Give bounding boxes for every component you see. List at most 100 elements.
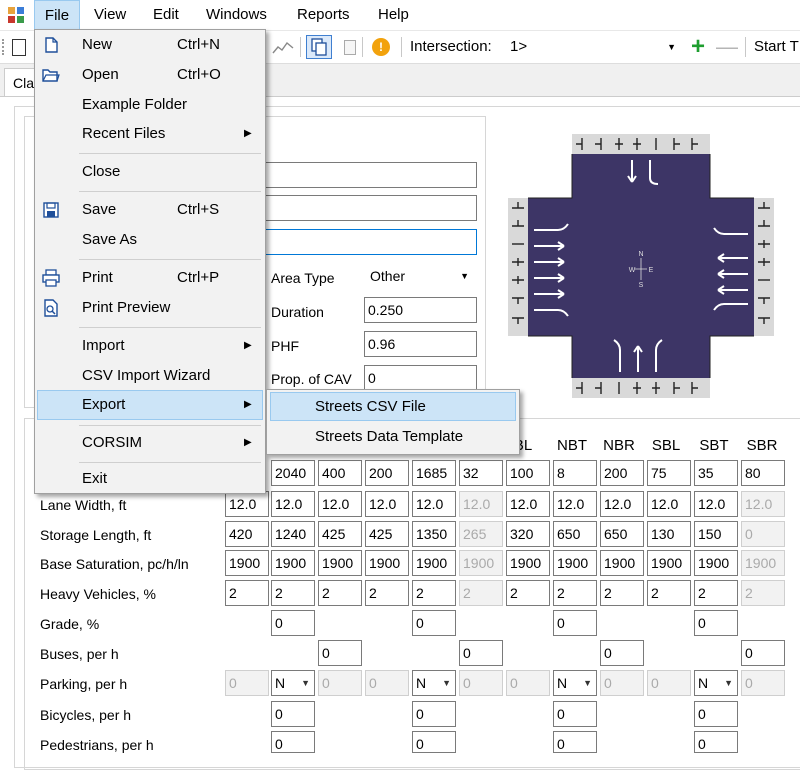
bicycles-cell[interactable]: 0 [694,701,738,727]
grade-cell[interactable]: 0 [271,610,315,636]
heavy-vehicles-cell[interactable]: 2 [412,580,456,606]
base-saturation-cell[interactable]: 1900 [271,550,315,576]
agency-field[interactable] [264,195,477,221]
menu-view[interactable]: View [94,0,126,30]
menu-item-streets-data-template[interactable]: Streets Data Template [270,422,516,451]
storage-length-cell[interactable]: 150 [694,521,738,547]
menu-item-example-folder[interactable]: Example Folder [37,90,263,120]
bicycles-cell[interactable]: 0 [271,701,315,727]
heavy-vehicles-cell[interactable]: 2 [647,580,691,606]
storage-length-cell[interactable]: 425 [318,521,362,547]
base-saturation-cell[interactable]: 1900 [318,550,362,576]
pedestrians-cell[interactable]: 0 [694,731,738,753]
area-type-select[interactable]: Other ▼ [364,263,477,289]
lane-width-cell[interactable]: 12.0 [412,491,456,517]
parking-select[interactable]: N▼ [412,670,456,696]
storage-length-cell[interactable]: 420 [225,521,269,547]
remove-intersection-button[interactable]: — [716,33,736,61]
document-icon[interactable] [344,40,356,55]
menu-item-new[interactable]: New Ctrl+N [37,30,263,60]
lane-width-cell[interactable]: 12.0 [647,491,691,517]
heavy-vehicles-cell[interactable]: 2 [553,580,597,606]
storage-length-cell[interactable]: 320 [506,521,550,547]
parking-select[interactable]: N▼ [694,670,738,696]
lane-width-cell[interactable]: 12.0 [506,491,550,517]
parking-select[interactable]: N▼ [553,670,597,696]
heavy-vehicles-cell[interactable]: 2 [271,580,315,606]
bicycles-cell[interactable]: 0 [412,701,456,727]
heavy-vehicles-cell[interactable]: 2 [318,580,362,606]
duration-field[interactable]: 0.250 [364,297,477,323]
volume-cell[interactable]: 35 [694,460,738,486]
pedestrians-cell[interactable]: 0 [553,731,597,753]
menu-item-close[interactable]: Close [37,157,263,187]
intersection-select[interactable]: 1> ▼ [506,35,680,59]
copy-icon[interactable] [306,35,332,59]
analyst-field[interactable] [264,162,477,188]
lane-width-cell[interactable]: 12.0 [225,491,269,517]
volume-cell[interactable]: 200 [365,460,409,486]
menu-item-save[interactable]: Save Ctrl+S [37,195,263,225]
menu-edit[interactable]: Edit [153,0,179,30]
base-saturation-cell[interactable]: 1900 [412,550,456,576]
grade-cell[interactable]: 0 [412,610,456,636]
lane-width-cell[interactable]: 12.0 [365,491,409,517]
base-saturation-cell[interactable]: 1900 [694,550,738,576]
heavy-vehicles-cell[interactable]: 2 [506,580,550,606]
volume-cell[interactable]: 1685 [412,460,456,486]
menu-item-open[interactable]: Open Ctrl+O [37,60,263,90]
add-intersection-button[interactable]: + [688,33,708,61]
buses-cell[interactable]: 0 [741,640,785,666]
storage-length-cell[interactable]: 130 [647,521,691,547]
storage-length-cell[interactable]: 650 [553,521,597,547]
menu-item-exit[interactable]: Exit [37,464,263,494]
phf-field[interactable]: 0.96 [364,331,477,357]
menu-help[interactable]: Help [378,0,409,30]
volume-cell[interactable]: 400 [318,460,362,486]
pedestrians-cell[interactable]: 0 [412,731,456,753]
volume-cell[interactable]: 2040 [271,460,315,486]
buses-cell[interactable]: 0 [318,640,362,666]
buses-cell[interactable]: 0 [600,640,644,666]
lane-width-cell[interactable]: 12.0 [600,491,644,517]
volume-cell[interactable]: 100 [506,460,550,486]
pedestrians-cell[interactable]: 0 [271,731,315,753]
storage-length-cell[interactable]: 1240 [271,521,315,547]
grade-cell[interactable]: 0 [553,610,597,636]
menu-item-import[interactable]: Import ▶ [37,331,263,361]
heavy-vehicles-cell[interactable]: 2 [225,580,269,606]
base-saturation-cell[interactable]: 1900 [600,550,644,576]
menu-item-save-as[interactable]: Save As [37,225,263,255]
bicycles-cell[interactable]: 0 [553,701,597,727]
heavy-vehicles-cell[interactable]: 2 [365,580,409,606]
heavy-vehicles-cell[interactable]: 2 [600,580,644,606]
menu-item-csv-import-wizard[interactable]: CSV Import Wizard [37,361,263,391]
menu-item-recent-files[interactable]: Recent Files ▶ [37,119,263,149]
menu-windows[interactable]: Windows [206,0,267,30]
volume-cell[interactable]: 75 [647,460,691,486]
base-saturation-cell[interactable]: 1900 [225,550,269,576]
base-saturation-cell[interactable]: 1900 [553,550,597,576]
buses-cell[interactable]: 0 [459,640,503,666]
grade-cell[interactable]: 0 [694,610,738,636]
storage-length-cell[interactable]: 650 [600,521,644,547]
menu-item-print-preview[interactable]: Print Preview [37,293,263,323]
volume-cell[interactable]: 200 [600,460,644,486]
menu-item-export[interactable]: Export ▶ [37,390,263,420]
volume-cell[interactable]: 8 [553,460,597,486]
jurisdiction-field[interactable] [264,229,477,255]
new-doc-icon[interactable] [12,39,26,56]
parking-select[interactable]: N▼ [271,670,315,696]
menu-item-corsim[interactable]: CORSIM ▶ [37,428,263,458]
menu-file[interactable]: File [34,0,80,30]
lane-width-cell[interactable]: 12.0 [271,491,315,517]
lane-width-cell[interactable]: 12.0 [553,491,597,517]
chart-icon[interactable] [272,39,294,55]
info-icon[interactable]: ! [372,38,390,56]
lane-width-cell[interactable]: 12.0 [318,491,362,517]
base-saturation-cell[interactable]: 1900 [365,550,409,576]
volume-cell[interactable]: 80 [741,460,785,486]
heavy-vehicles-cell[interactable]: 2 [694,580,738,606]
cav-field[interactable]: 0 [364,365,477,391]
storage-length-cell[interactable]: 1350 [412,521,456,547]
